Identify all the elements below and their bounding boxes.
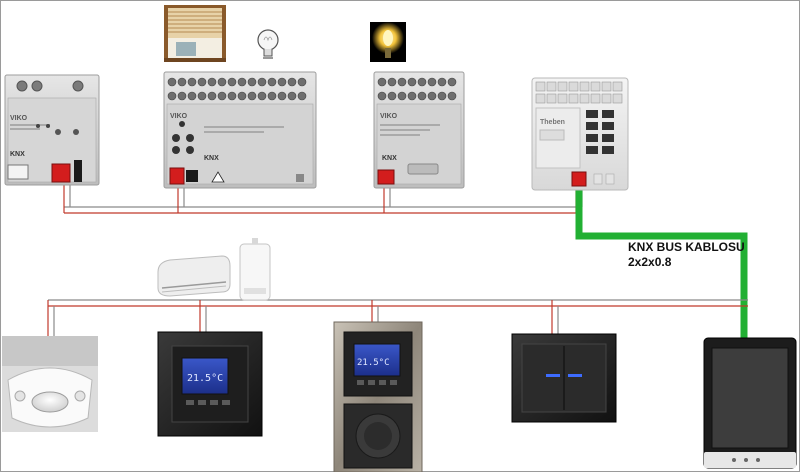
blind-actuator-logo: KNX xyxy=(204,155,219,162)
knx-blind-actuator: VIKO KNX xyxy=(163,71,317,189)
knx-power-supply: VIKO KNX xyxy=(4,74,100,186)
touch-panel-icon xyxy=(703,337,797,469)
thermostat-left-display: 21.5°C xyxy=(187,373,223,384)
switch-actuator-bus-terminal xyxy=(377,169,395,185)
power-supply-bus-terminal xyxy=(51,163,71,183)
motion-sensor-icon xyxy=(2,336,98,432)
bus-cable-title: KNX BUS KABLOSU xyxy=(628,240,745,254)
top-bus-wires xyxy=(63,182,583,214)
knx-switch-actuator: VIKO KNX xyxy=(373,71,465,189)
light-bulb-icon xyxy=(257,29,279,59)
bus-cable-spec: 2x2x0.8 xyxy=(628,255,672,269)
water-heater-icon xyxy=(239,238,271,301)
theben-logic-module: Theben xyxy=(531,77,629,191)
logic-module-brand: Theben xyxy=(540,119,565,126)
room-thermostat-center: 21.5°C xyxy=(333,321,423,472)
glowing-bulb-icon xyxy=(370,22,406,62)
bottom-bus-wires xyxy=(47,299,748,336)
room-thermostat-left: 21.5°C xyxy=(157,331,263,437)
bus-cable-label: KNX BUS KABLOSU 2x2x0.8 xyxy=(628,240,745,270)
power-supply-logo: KNX xyxy=(10,151,25,158)
window-blind-icon xyxy=(164,5,226,62)
power-supply-brand: VIKO xyxy=(10,115,28,122)
knx-bus-cable xyxy=(575,190,748,342)
blind-actuator-bus-terminal xyxy=(169,167,185,185)
thermostat-center-display: 21.5°C xyxy=(357,358,390,368)
switch-actuator-brand: VIKO xyxy=(380,113,398,120)
logic-module-bus-terminal xyxy=(571,171,587,187)
air-conditioner-icon xyxy=(157,255,231,297)
switch-actuator-logo: KNX xyxy=(382,155,397,162)
push-button-switch xyxy=(511,333,617,423)
blind-actuator-brand: VIKO xyxy=(170,113,188,120)
